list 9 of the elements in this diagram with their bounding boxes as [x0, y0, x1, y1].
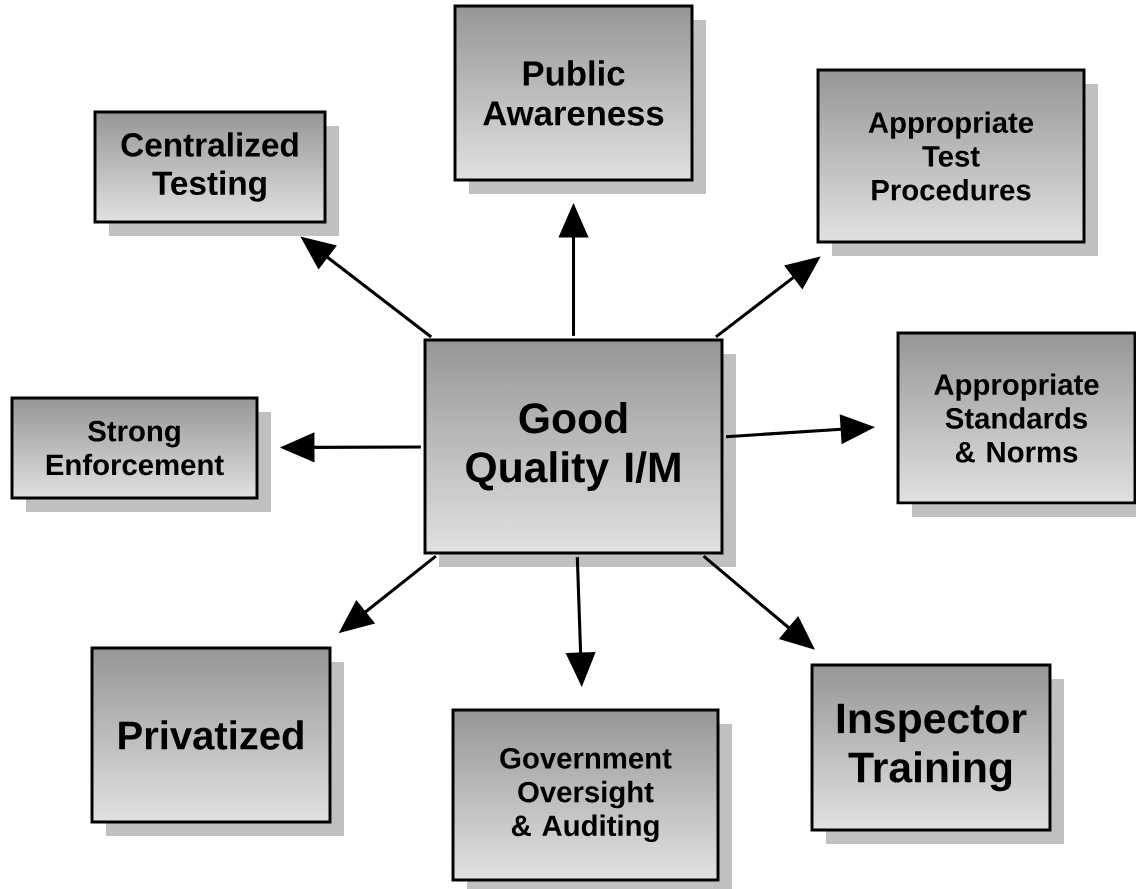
- process-box: Privatized: [90, 646, 344, 836]
- process-box: Appropriate Test Procedures: [816, 68, 1098, 256]
- process-box: Centralized Testing: [93, 110, 339, 236]
- process-box: Strong Enforcement: [10, 396, 271, 512]
- process-box: Public Awareness: [453, 4, 706, 194]
- process-box: Government Oversight & Auditing: [451, 708, 732, 889]
- process-box: Appropriate Standards & Norms: [896, 331, 1136, 517]
- process-box: Inspector Training: [810, 663, 1064, 844]
- process-box: Good Quality I/M: [423, 338, 736, 567]
